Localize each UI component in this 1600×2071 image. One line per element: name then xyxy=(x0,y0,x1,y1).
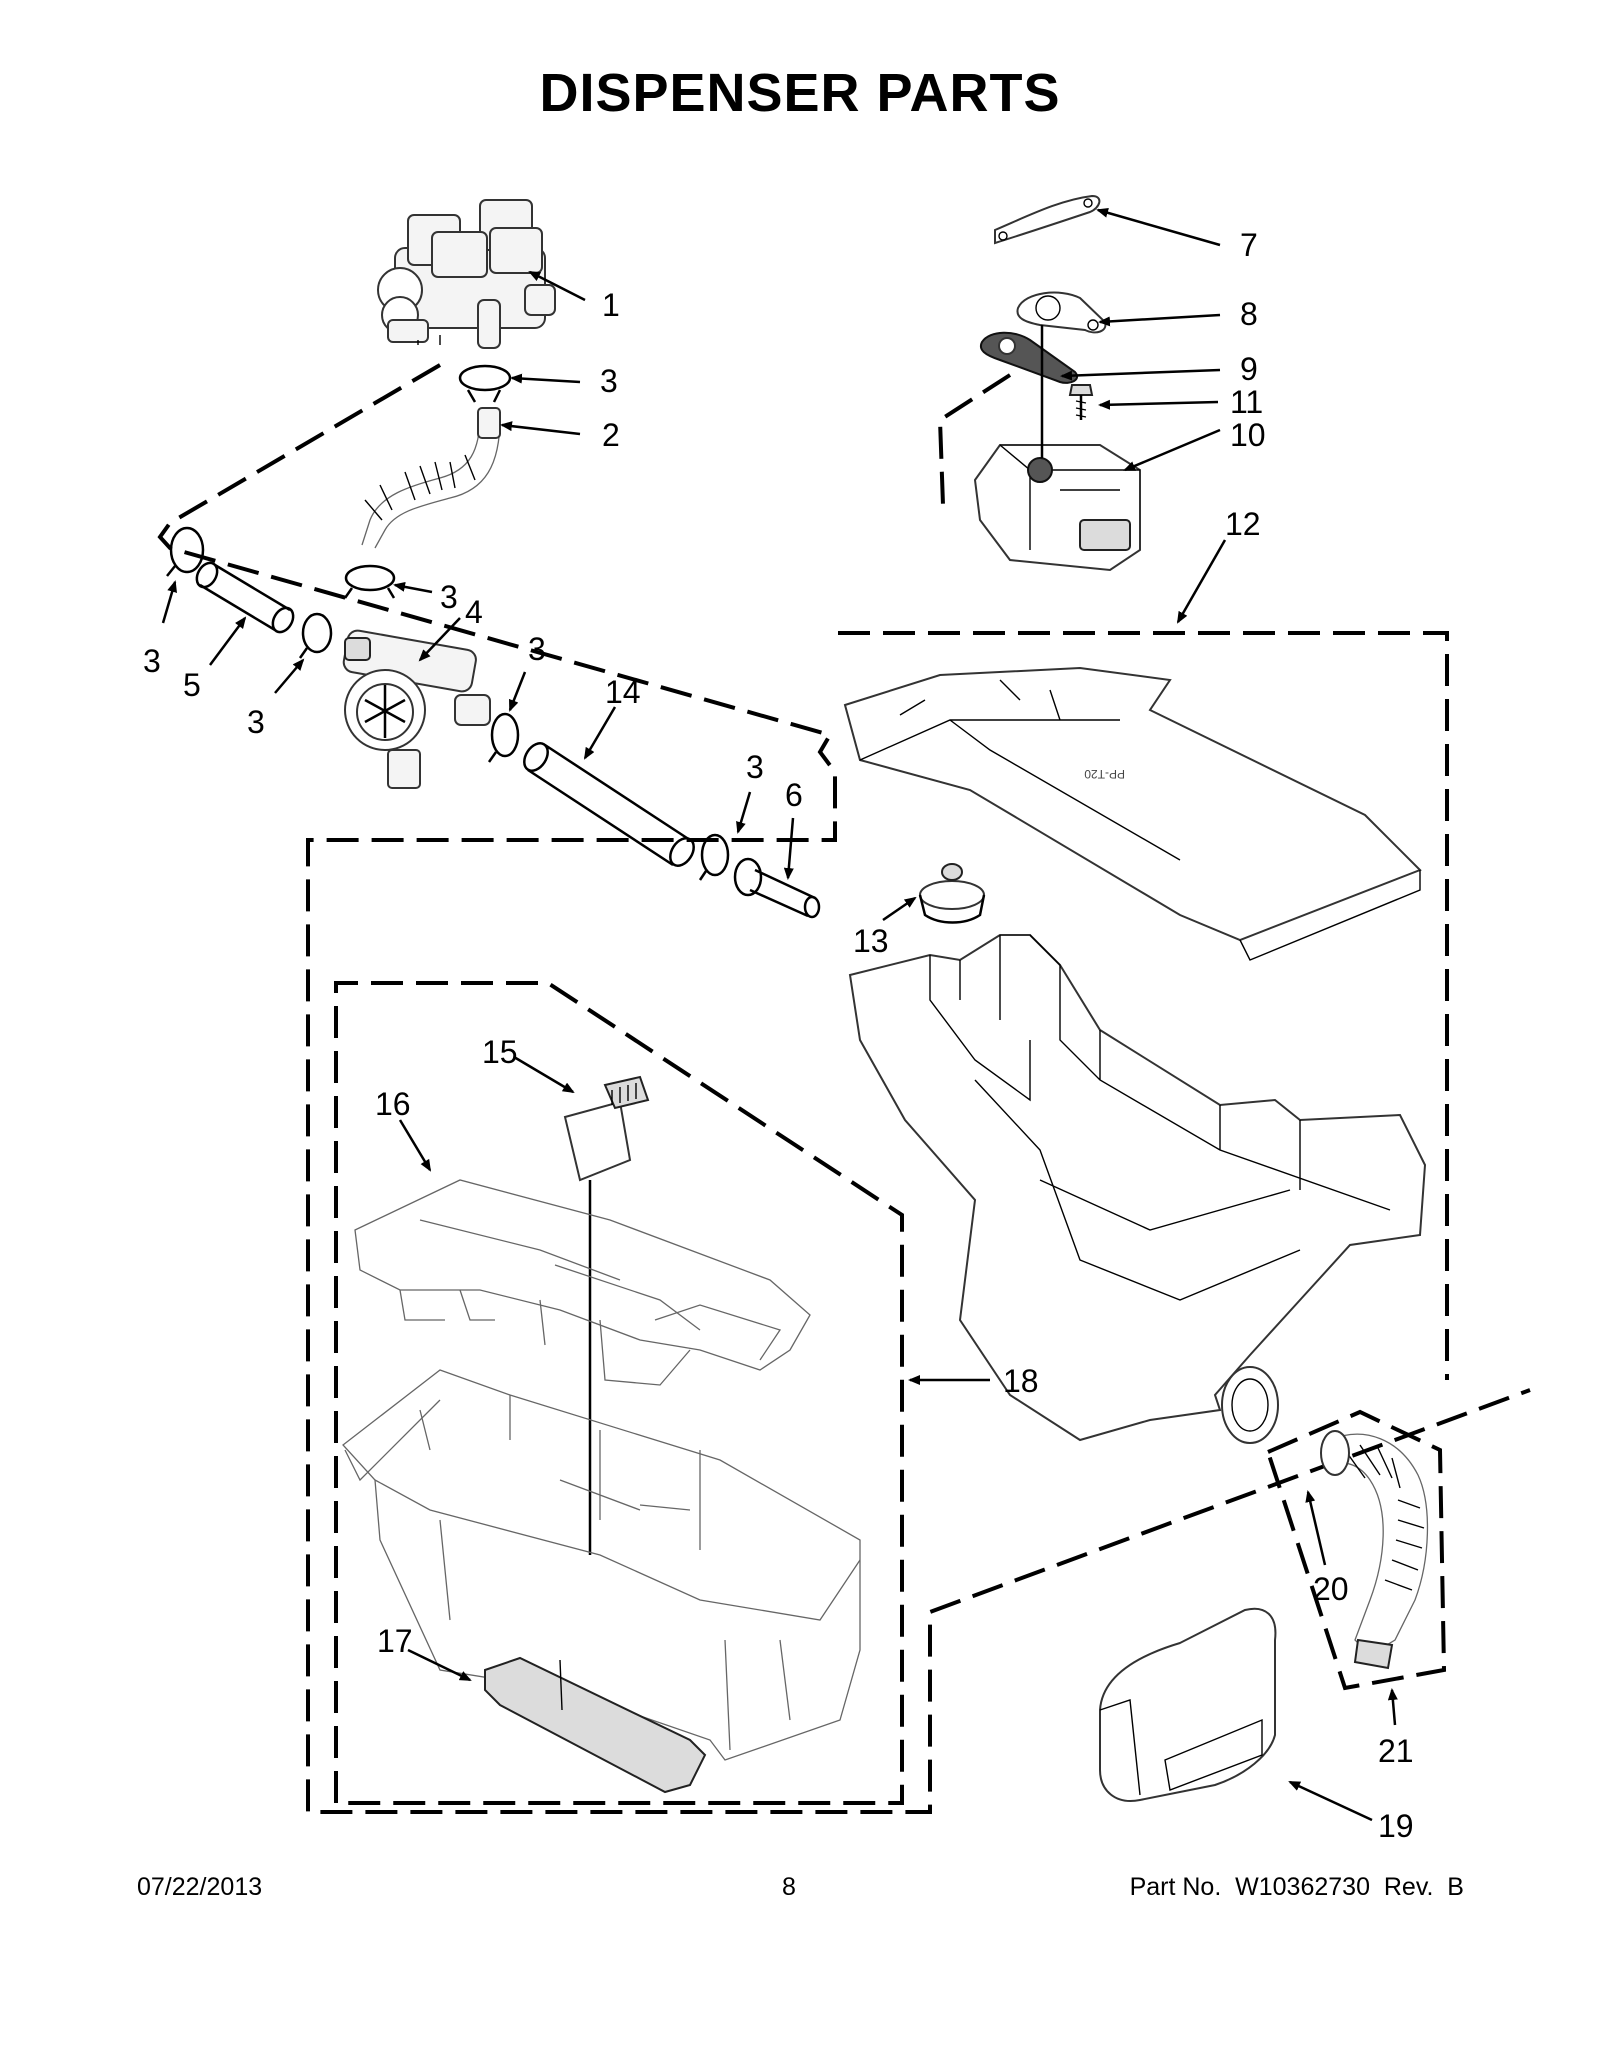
dispenser-housing-dashed-outline xyxy=(838,631,1449,1380)
callout-13: 13 xyxy=(853,923,889,959)
housing-cover-illustration: PP-T20 xyxy=(843,666,1422,961)
hose-assembly-dashed-outline xyxy=(157,363,1531,1814)
callout-20: 20 xyxy=(1313,1571,1349,1607)
callout-18: 18 xyxy=(1003,1363,1039,1399)
footer-page-number: 8 xyxy=(782,1873,796,1901)
clamp-mid xyxy=(343,564,396,599)
drawer-group-dashed-outline xyxy=(334,981,904,1805)
callout-2: 2 xyxy=(602,417,620,453)
callout-7: 7 xyxy=(1240,227,1258,263)
pump-illustration xyxy=(342,629,491,789)
clamp-right-of-pump xyxy=(487,712,520,763)
page-title: DISPENSER PARTS xyxy=(539,63,1061,123)
callout-12: 12 xyxy=(1225,506,1261,542)
bellows-illustration xyxy=(1320,1430,1429,1670)
corrugated-hose-illustration xyxy=(361,407,501,549)
nozzle-illustration xyxy=(733,857,821,919)
callout-5: 5 xyxy=(183,667,201,703)
callout-3-left: 3 xyxy=(143,643,161,679)
screw-illustration xyxy=(1068,384,1094,420)
callout-11: 11 xyxy=(1230,384,1263,420)
callout-16: 16 xyxy=(375,1086,411,1122)
callout-3-lower-right: 3 xyxy=(746,749,764,785)
callout-1: 1 xyxy=(602,287,620,323)
water-valve-illustration xyxy=(377,199,556,349)
callout-10: 10 xyxy=(1230,417,1266,453)
clamp-lower-left xyxy=(298,612,333,659)
siphon-cap-illustration xyxy=(563,1075,650,1555)
bellows-dashed-outline xyxy=(1265,1409,1447,1691)
drawer-handle-illustration xyxy=(1099,1607,1277,1802)
svg-text:PP-T20: PP-T20 xyxy=(1084,767,1125,781)
callout-15: 15 xyxy=(482,1034,518,1070)
footer-date: 07/22/2013 xyxy=(137,1873,263,1901)
gear-illustration xyxy=(980,331,1079,384)
callout-3-top: 3 xyxy=(600,363,618,399)
actuator-link-dashed-line xyxy=(937,373,1012,506)
clamp-left xyxy=(166,526,205,577)
valve-cap-illustration xyxy=(918,863,986,924)
callout-3-mid: 3 xyxy=(440,579,458,615)
clamp-top xyxy=(458,364,512,403)
drawer-body-illustration xyxy=(342,1369,861,1761)
callout-9: 9 xyxy=(1240,351,1258,387)
lever-illustration xyxy=(994,194,1101,245)
callout-3-right: 3 xyxy=(528,631,546,667)
callout-21: 21 xyxy=(1378,1733,1414,1769)
callout-8: 8 xyxy=(1240,296,1258,332)
leader-arrows xyxy=(161,207,1398,1822)
actuator-housing-illustration xyxy=(973,325,1141,572)
short-tube-illustration xyxy=(195,561,295,634)
long-tube-illustration xyxy=(523,742,695,867)
cam-illustration xyxy=(1016,291,1107,334)
callout-14: 14 xyxy=(605,674,641,710)
drawer-strip-illustration xyxy=(484,1656,707,1794)
drawer-insert-illustration xyxy=(354,1179,811,1386)
dispenser-housing-illustration xyxy=(848,934,1427,1444)
callout-6: 6 xyxy=(785,777,803,813)
footer-part-number: Part No. W10362730 Rev. B xyxy=(1129,1873,1464,1901)
callout-17: 17 xyxy=(377,1623,413,1659)
callout-labels: 1 3 2 3 3 4 5 3 3 14 3 6 13 7 8 9 11 10 … xyxy=(143,227,1414,1844)
callout-4: 4 xyxy=(465,594,483,630)
callout-19: 19 xyxy=(1378,1808,1414,1844)
callout-3-lower-left: 3 xyxy=(247,704,265,740)
clamp-lower-right xyxy=(698,833,730,881)
